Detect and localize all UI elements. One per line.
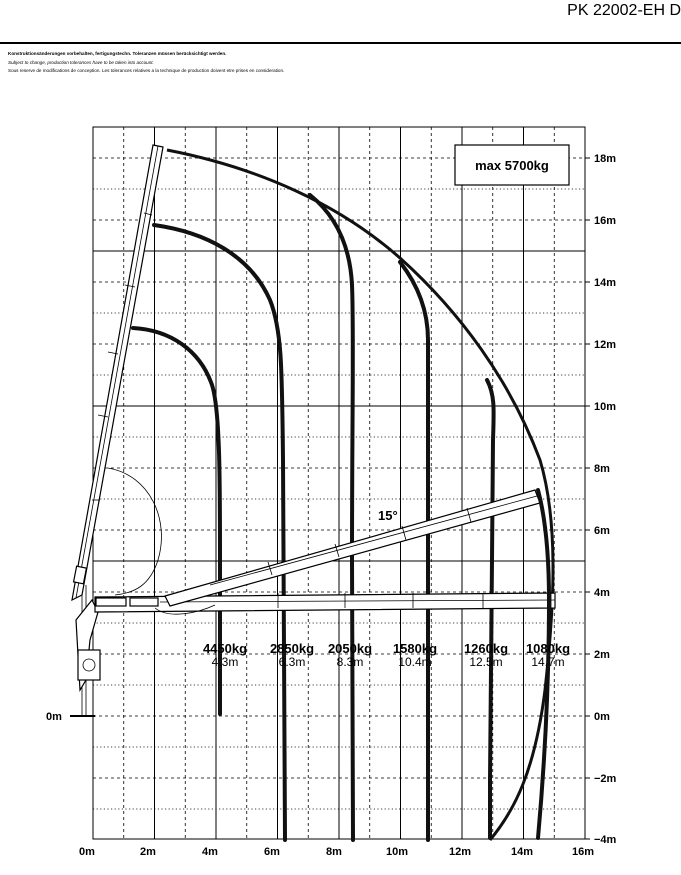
load-label-kg: 2050kg — [328, 641, 372, 656]
load-curve-1080kg — [536, 488, 551, 840]
x-tick-label: 4m — [202, 846, 218, 858]
x-tick-label: 12m — [449, 846, 471, 858]
x-tick-label: 16m — [572, 846, 594, 858]
load-labels: 4450kg 4.3m 2850kg 6.3m 2050kg 8.3m 1580… — [203, 641, 570, 669]
y-tick-label: 8m — [594, 463, 610, 475]
x-tick-label: 14m — [511, 846, 533, 858]
disclaimer-english: Subject to change, production tolerances… — [8, 60, 154, 65]
x-axis-labels: 0m 2m 4m 6m 8m 10m 12m 14m 16m — [79, 846, 594, 858]
load-label-reach: 6.3m — [279, 655, 306, 669]
y-tick-label: 0m — [594, 711, 610, 723]
y-tick-label: 14m — [594, 277, 616, 289]
y-axis-labels: 18m 16m 14m 12m 10m 8m 6m 4m 2m 0m −2m −… — [46, 153, 617, 846]
x-tick-label: 10m — [386, 846, 408, 858]
x-tick-label: 0m — [79, 846, 95, 858]
y-tick-label: −4m — [594, 834, 617, 846]
disclaimer-french: Sous reserve de modifications de concept… — [8, 68, 285, 73]
load-label-reach: 8.3m — [337, 655, 364, 669]
load-label-kg: 1580kg — [393, 641, 437, 656]
load-curve-1580kg — [398, 260, 430, 842]
x-tick-label: 8m — [326, 846, 342, 858]
load-label-kg: 1080kg — [526, 641, 570, 656]
crane-base — [70, 585, 101, 717]
load-label-kg: 2850kg — [270, 641, 314, 656]
load-curve-4450kg — [131, 326, 222, 716]
load-label-reach: 12.5m — [469, 655, 502, 669]
load-curve-1260kg — [485, 378, 496, 840]
load-label-kg: 4450kg — [203, 641, 247, 656]
slewing-arc — [107, 467, 162, 596]
load-curve-2050kg — [308, 193, 355, 842]
vertical-boom — [71, 144, 164, 602]
max-capacity-label: max 5700kg — [475, 158, 549, 173]
model-title: PK 22002-EH D — [567, 2, 681, 19]
y-tick-label: 4m — [594, 587, 610, 599]
y-tick-label: −2m — [594, 773, 617, 785]
max-capacity-box: max 5700kg — [454, 144, 570, 186]
y-tick-label: 2m — [594, 649, 610, 661]
y-tick-label: 16m — [594, 215, 616, 227]
load-label-reach: 10.4m — [398, 655, 431, 669]
header-rule — [0, 42, 681, 44]
y-tick-label: 12m — [594, 339, 616, 351]
y-zero-left-label: 0m — [46, 711, 62, 723]
y-tick-label: 10m — [594, 401, 616, 413]
y-tick-label: 6m — [594, 525, 610, 537]
horizontal-boom — [94, 592, 556, 615]
x-tick-label: 6m — [264, 846, 280, 858]
load-label-reach: 4.3m — [212, 655, 239, 669]
load-curve-2850kg — [152, 223, 287, 842]
load-label-kg: 1260kg — [464, 641, 508, 656]
boom-angle-label: 15° — [378, 508, 398, 523]
reach-envelope — [166, 148, 555, 841]
load-label-reach: 14.7m — [531, 655, 564, 669]
disclaimer-german: Konstruktionsänderungen vorbehalten, fer… — [8, 51, 227, 56]
x-tick-label: 2m — [140, 846, 156, 858]
y-tick-label: 18m — [594, 153, 616, 165]
